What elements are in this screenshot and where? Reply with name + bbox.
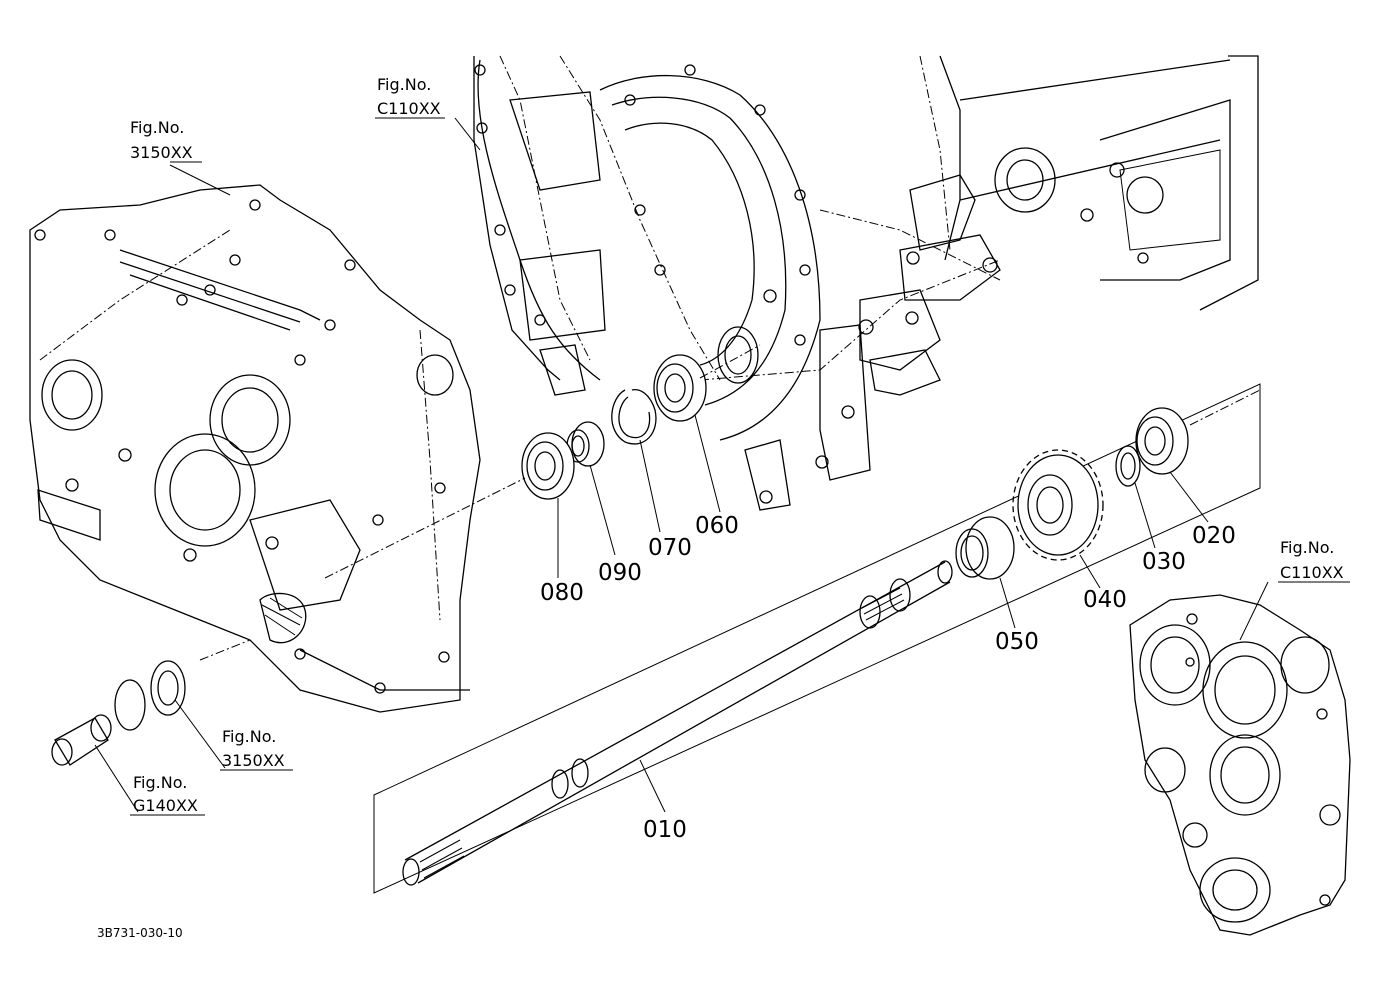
fig-ref-lower-mid-code: 3150XX — [222, 751, 285, 770]
fig-ref-right-title: Fig.No. — [1280, 538, 1334, 557]
leader-lines — [94, 117, 1350, 816]
part-labels: 010 020 030 040 050 060 070 080 090 — [540, 513, 1236, 843]
oil-seal-080-drawing — [521, 432, 575, 500]
gear-040-drawing — [1012, 449, 1104, 561]
transmission-case-drawing — [473, 55, 1259, 511]
fig-ref-lower-left-title: Fig.No. — [133, 773, 187, 792]
fig-ref-top-left-title: Fig.No. — [130, 118, 184, 137]
fig-ref-lower-mid-title: Fig.No. — [222, 727, 276, 746]
part-label-080: 080 — [540, 580, 584, 606]
shaft-assembly-frame — [373, 383, 1261, 894]
part-label-010: 010 — [643, 817, 687, 843]
left-housing-drawing — [29, 184, 481, 713]
alignment-lines — [199, 344, 1261, 661]
snap-ring-070-drawing — [611, 388, 657, 445]
fig-ref-lower-left-code: G140XX — [133, 796, 198, 815]
right-cover-drawing — [1129, 594, 1351, 936]
part-label-030: 030 — [1142, 549, 1186, 575]
fig-ref-top-center-code: C110XX — [377, 99, 441, 118]
shaft-drawing — [402, 560, 953, 886]
collar-050-drawing — [955, 516, 1015, 580]
part-label-020: 020 — [1192, 523, 1236, 549]
diagram-code: 3B731-030-10 — [97, 926, 183, 940]
part-label-090: 090 — [598, 560, 642, 586]
figure-references: Fig.No. 3150XX Fig.No. C110XX Fig.No. C1… — [130, 75, 1344, 815]
shim-030-drawing — [1115, 445, 1141, 487]
part-label-050: 050 — [995, 629, 1039, 655]
fig-ref-top-left-code: 3150XX — [130, 143, 193, 162]
part-label-070: 070 — [648, 535, 692, 561]
fig-ref-right-code: C110XX — [1280, 563, 1344, 582]
bearing-060-drawing — [653, 354, 707, 422]
bearing-020-drawing — [1135, 407, 1189, 475]
lower-left-parts-drawing — [51, 660, 186, 766]
fig-ref-top-center-title: Fig.No. — [377, 75, 431, 94]
part-label-060: 060 — [695, 513, 739, 539]
part-label-040: 040 — [1083, 587, 1127, 613]
